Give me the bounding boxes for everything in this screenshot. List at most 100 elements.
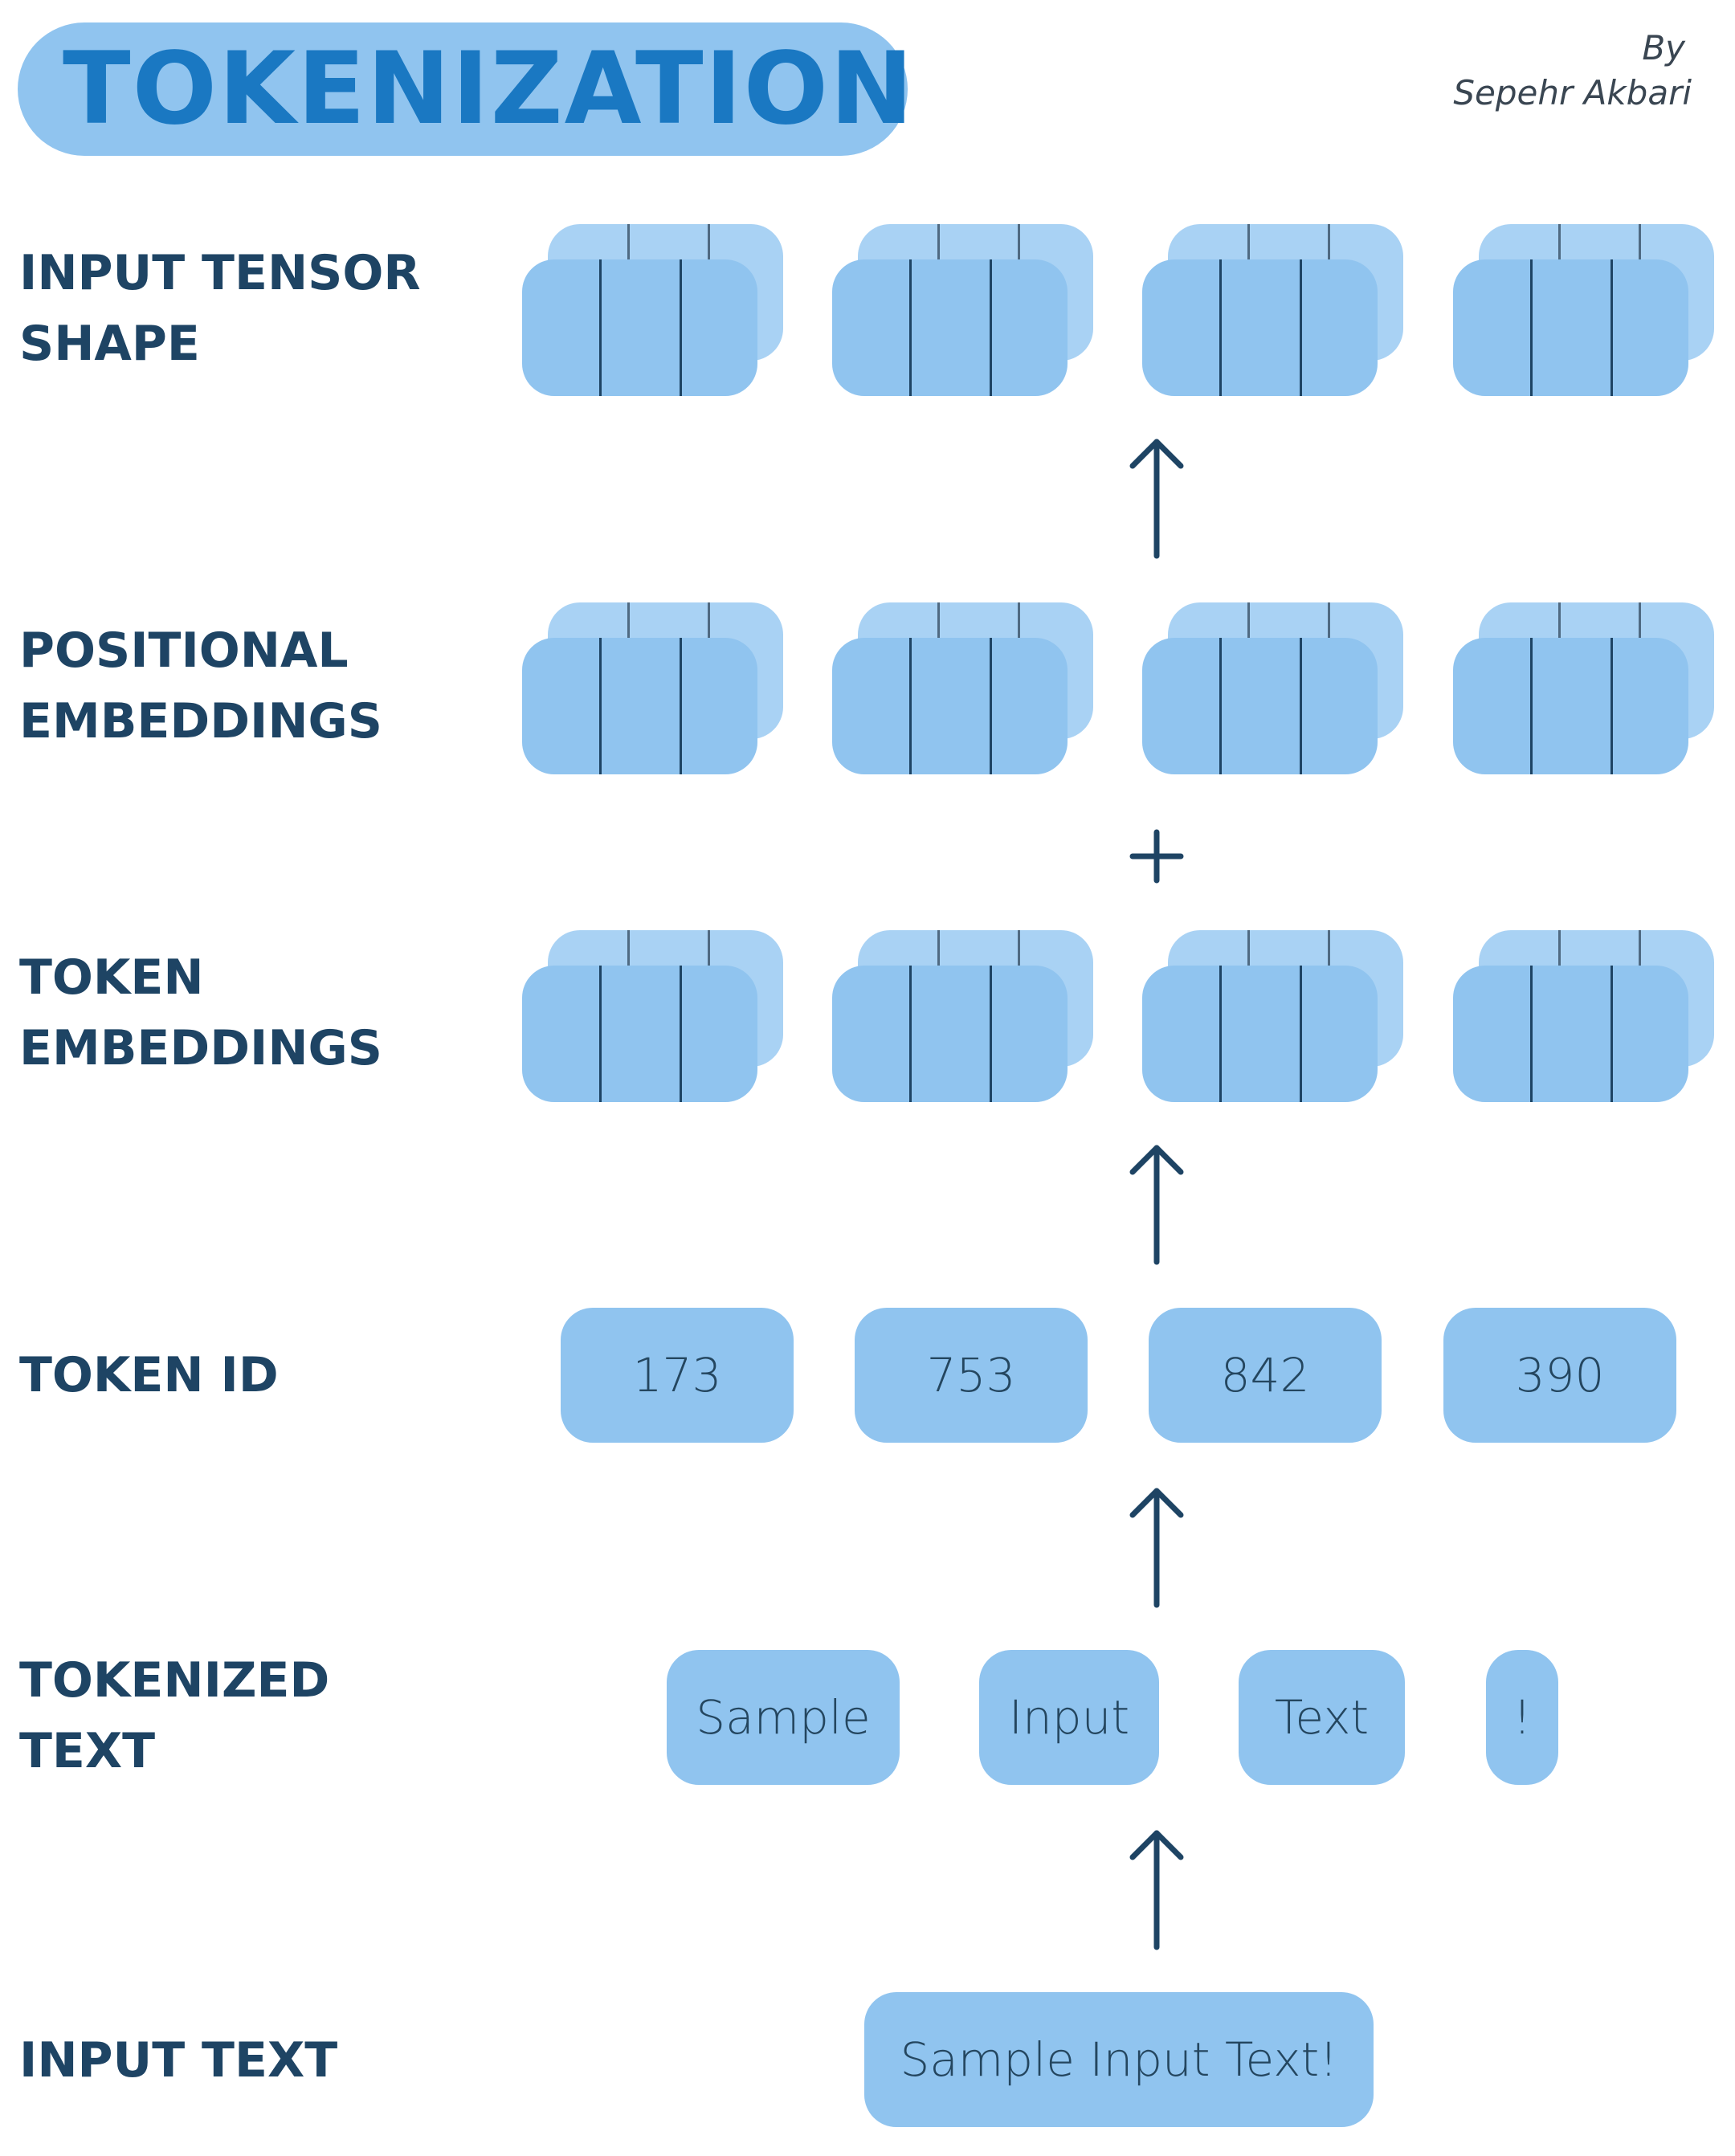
tensor-divider [990, 638, 992, 774]
author-name: Sepehr Akbari [1453, 73, 1692, 112]
tensor-block [832, 602, 1093, 774]
token-pill: Sample [667, 1650, 900, 1785]
token-id-pill: 390 [1443, 1308, 1676, 1443]
label-line: TOKEN ID [19, 1347, 279, 1403]
tensor-front-layer [522, 259, 757, 396]
arrow-up-icon [1108, 434, 1205, 562]
label-line: INPUT TEXT [19, 2032, 338, 2089]
tensor-block [522, 930, 783, 1102]
tensor-block [1453, 224, 1714, 396]
tensor-divider [1610, 966, 1613, 1102]
label-line: INPUT TENSOR [19, 245, 421, 301]
page-title: TOKENIZATION [63, 31, 915, 147]
tensor-divider [909, 259, 912, 396]
tensor-divider [680, 259, 682, 396]
tensor-block [1453, 930, 1714, 1102]
tensor-divider [1639, 930, 1641, 966]
tensor-front-layer [522, 638, 757, 774]
arrow-up-icon [1108, 1140, 1205, 1268]
tensor-divider [1328, 930, 1330, 966]
tensor-divider [1530, 259, 1533, 396]
tensor-block [1142, 602, 1403, 774]
token-id-pill: 842 [1149, 1308, 1382, 1443]
tensor-front-layer [832, 259, 1068, 396]
tensor-divider [1247, 224, 1250, 259]
tensor-divider [1328, 602, 1330, 638]
tensor-divider [708, 930, 710, 966]
tensor-divider [1219, 966, 1222, 1102]
byline: By Sepehr Akbari [1453, 26, 1692, 116]
label-line: TOKEN [19, 949, 204, 1006]
tensor-divider [1558, 224, 1561, 259]
tensor-divider [937, 224, 940, 259]
tensor-divider [708, 224, 710, 259]
tensor-divider [1639, 602, 1641, 638]
tensor-divider [1300, 259, 1302, 396]
label-token-id: TOKEN ID [19, 1340, 279, 1411]
token-id-pill: 173 [561, 1308, 794, 1443]
tensor-divider [1300, 966, 1302, 1102]
tensor-divider [1558, 602, 1561, 638]
tensor-divider [599, 259, 602, 396]
token-pill: ! [1486, 1650, 1558, 1785]
tensor-block [832, 930, 1093, 1102]
token-pill: Text [1239, 1650, 1405, 1785]
tensor-divider [1610, 638, 1613, 774]
tensor-divider [909, 966, 912, 1102]
tensor-block [522, 224, 783, 396]
tensor-divider [1018, 602, 1020, 638]
tensor-front-layer [1453, 638, 1688, 774]
tensor-divider [708, 602, 710, 638]
tensor-divider [1530, 638, 1533, 774]
label-line: EMBEDDINGS [19, 1020, 383, 1076]
tensor-divider [1247, 930, 1250, 966]
tensor-front-layer [1142, 638, 1378, 774]
tensor-divider [1219, 638, 1222, 774]
tensor-front-layer [522, 966, 757, 1102]
token-pill: Input [979, 1650, 1159, 1785]
label-line: SHAPE [19, 316, 200, 372]
tensor-divider [599, 966, 602, 1102]
tensor-divider [1558, 930, 1561, 966]
byline-prefix: By [1642, 28, 1685, 67]
tensor-divider [680, 966, 682, 1102]
tensor-block [832, 224, 1093, 396]
tensor-front-layer [832, 966, 1068, 1102]
tensor-front-layer [1453, 259, 1688, 396]
arrow-up-icon [1108, 1825, 1205, 1954]
tensor-front-layer [832, 638, 1068, 774]
plus-icon [1108, 819, 1205, 900]
tensor-divider [1639, 224, 1641, 259]
tensor-divider [1530, 966, 1533, 1102]
tensor-divider [990, 259, 992, 396]
label-line: TEXT [19, 1723, 156, 1779]
tensor-divider [1328, 224, 1330, 259]
tensor-divider [1300, 638, 1302, 774]
label-line: POSITIONAL [19, 623, 349, 679]
tensor-divider [909, 638, 912, 774]
label-line: TOKENIZED [19, 1652, 330, 1709]
tensor-divider [990, 966, 992, 1102]
tensor-divider [627, 930, 630, 966]
title-banner [18, 22, 908, 156]
tensor-divider [1018, 930, 1020, 966]
tensor-divider [599, 638, 602, 774]
tensor-front-layer [1142, 259, 1378, 396]
tensor-divider [1018, 224, 1020, 259]
input-text-pill: Sample Input Text! [864, 1992, 1374, 2127]
label-tokenized-text: TOKENIZED TEXT [19, 1645, 329, 1786]
tensor-divider [627, 602, 630, 638]
tensor-divider [680, 638, 682, 774]
tensor-block [522, 602, 783, 774]
tensor-divider [627, 224, 630, 259]
label-input-text: INPUT TEXT [19, 2025, 337, 2096]
token-id-pill: 753 [855, 1308, 1088, 1443]
tensor-front-layer [1453, 966, 1688, 1102]
label-positional-embeddings: POSITIONAL EMBEDDINGS [19, 615, 382, 757]
tensor-divider [937, 602, 940, 638]
tensor-front-layer [1142, 966, 1378, 1102]
tensor-block [1142, 224, 1403, 396]
label-input-tensor-shape: INPUT TENSOR SHAPE [19, 238, 421, 379]
tensor-divider [1219, 259, 1222, 396]
arrow-up-icon [1108, 1483, 1205, 1611]
